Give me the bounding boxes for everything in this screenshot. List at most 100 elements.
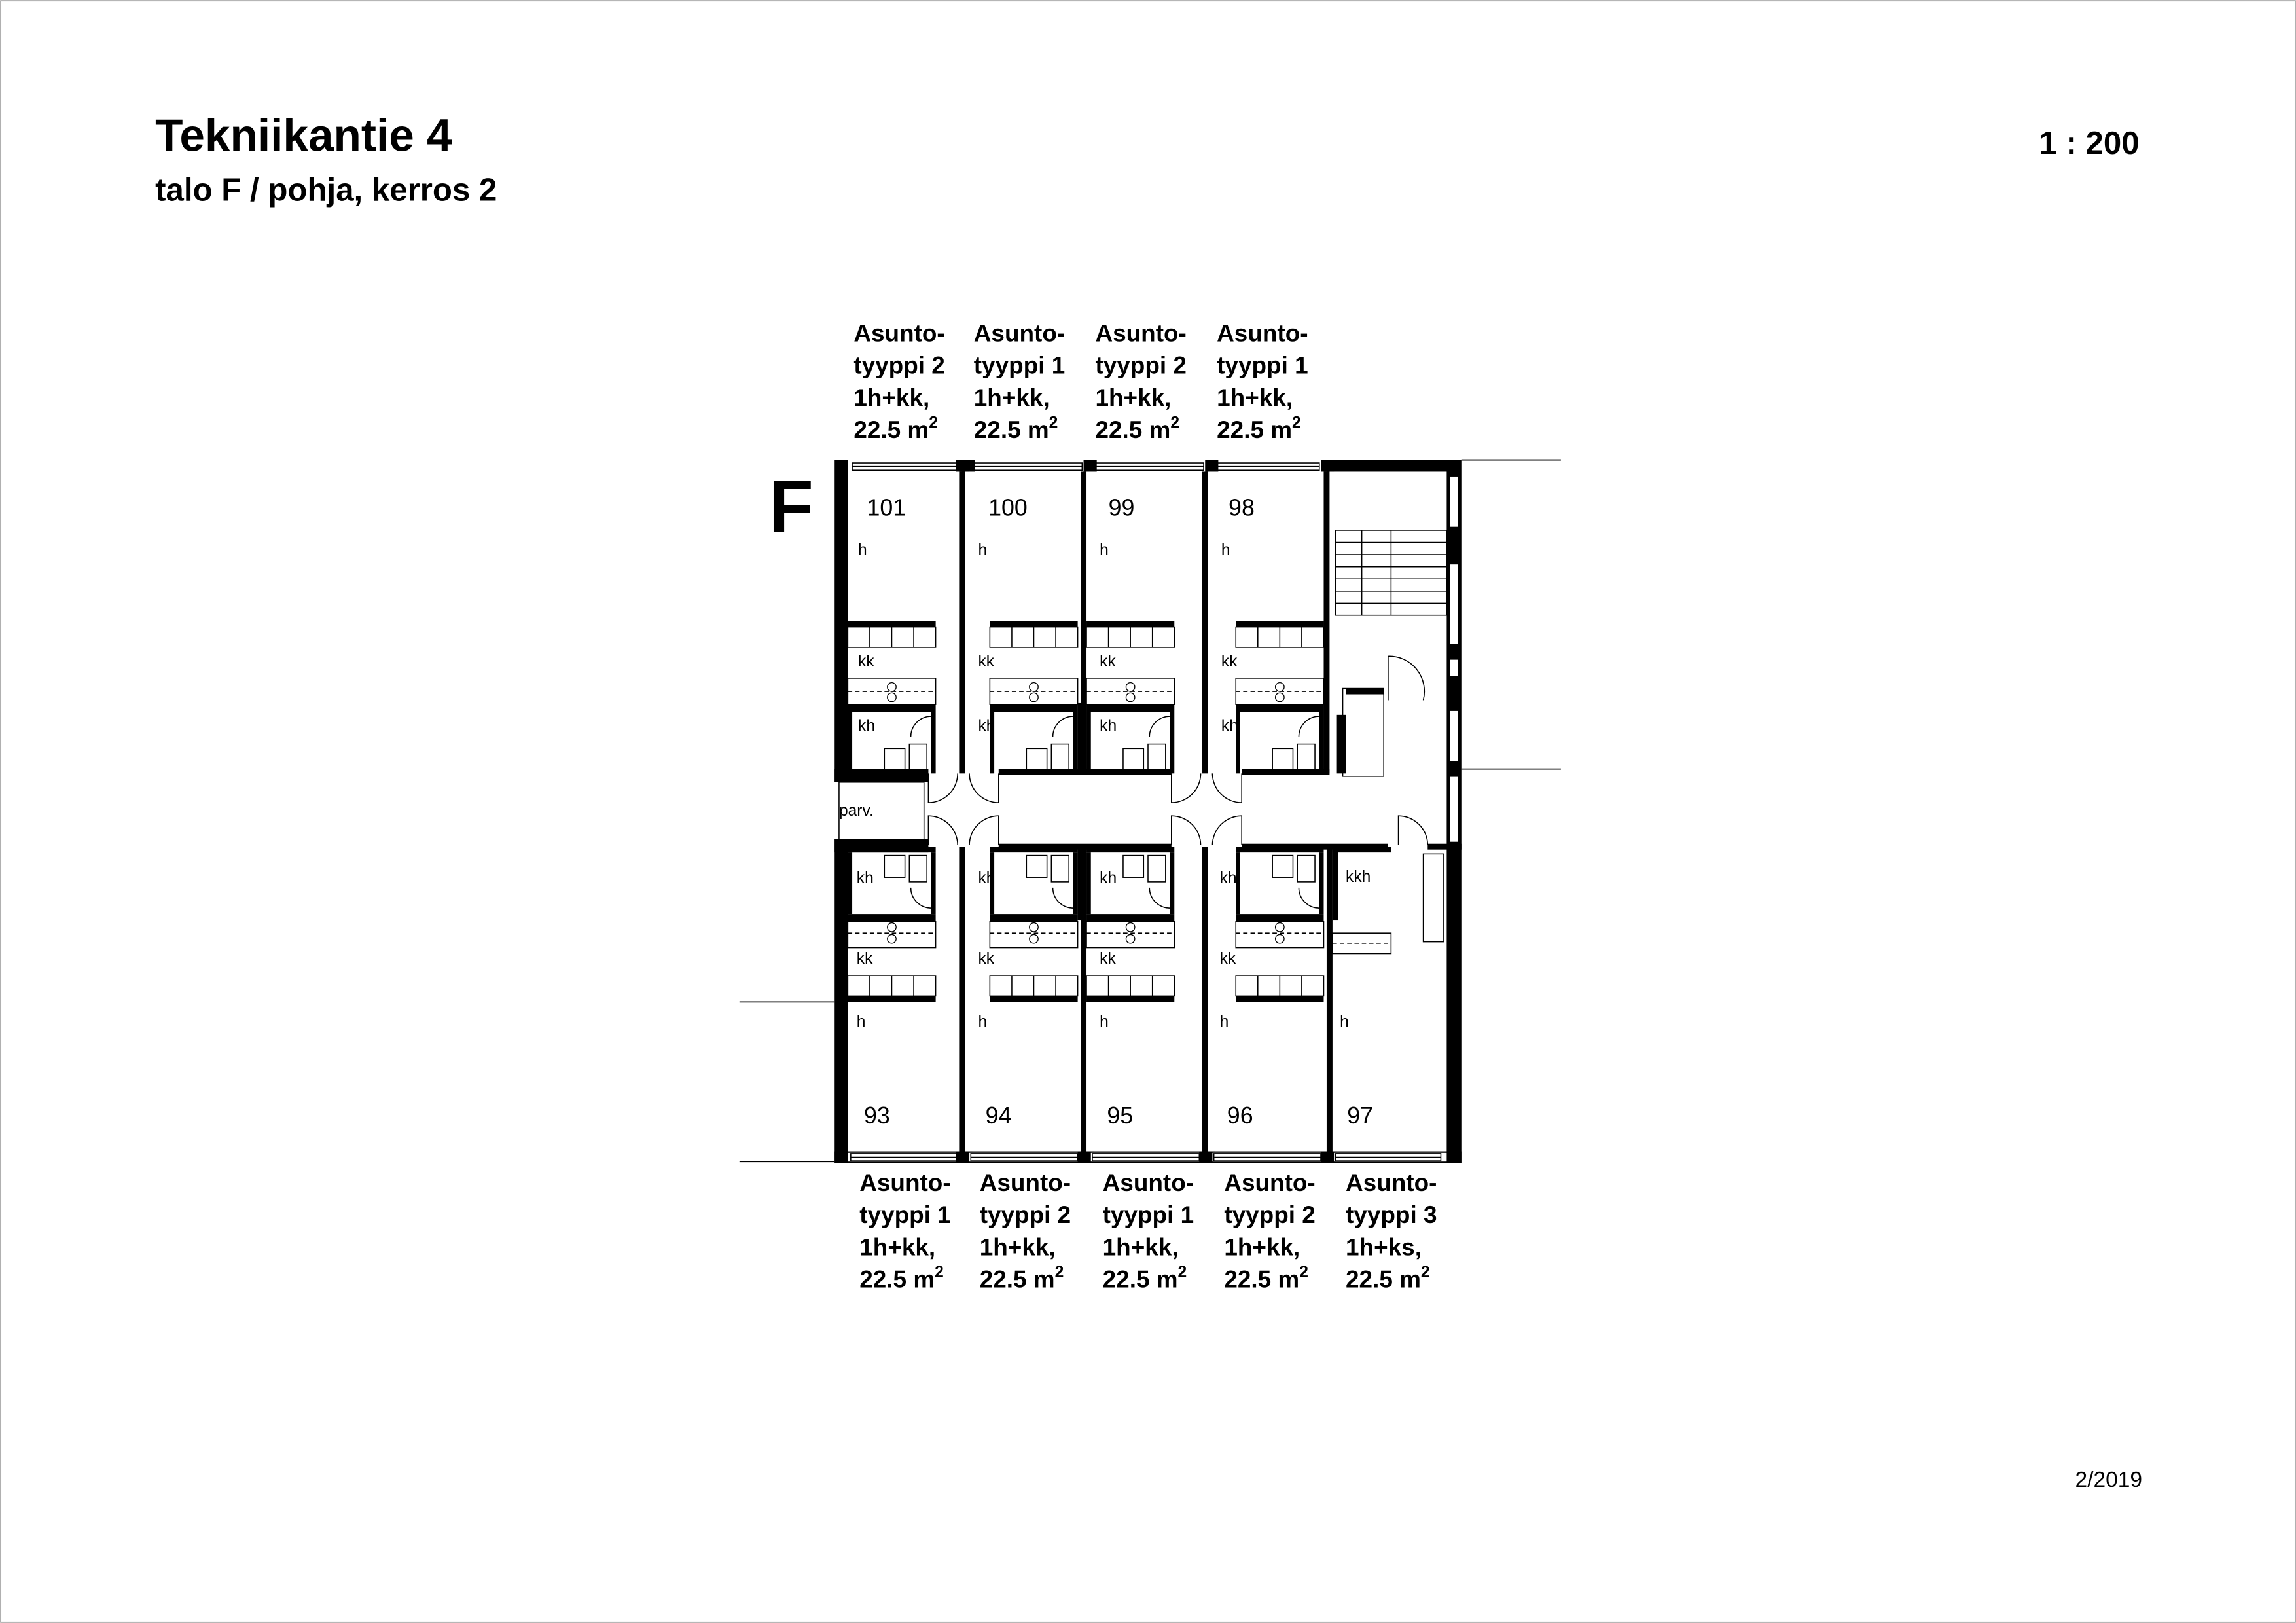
bathroom-wall <box>1170 852 1175 915</box>
unit-type-label: 22.5 m2 <box>1224 1264 1308 1293</box>
bathroom-wall <box>1319 852 1324 915</box>
window-pier <box>1077 1151 1091 1163</box>
unit-type-label: 22.5 m2 <box>1346 1264 1430 1293</box>
unit-type-label: tyyppi 1 <box>859 1201 950 1228</box>
party-wall <box>1081 847 1087 1152</box>
sink <box>884 854 906 878</box>
unit-type-label: 1h+kk, <box>1095 384 1171 411</box>
room-label-kitchen-bath: kkh <box>1346 868 1371 886</box>
shaft-wall <box>1336 714 1346 774</box>
area-superscript: 2 <box>929 414 938 431</box>
sink <box>1272 854 1294 878</box>
room-label-living: h <box>858 541 867 559</box>
room-label-bathroom: kh <box>858 717 875 735</box>
unit-door-swing <box>1211 773 1242 803</box>
kitchenette <box>989 921 1079 949</box>
unit-door-swing <box>1171 773 1202 803</box>
unit-type-label: tyyppi 1 <box>974 352 1065 379</box>
stove-burner <box>1125 692 1136 702</box>
room-label-bathroom: kh <box>1100 717 1117 735</box>
unit-number: 100 <box>988 495 1028 521</box>
wardrobe-wall <box>990 621 1078 627</box>
unit-number: 98 <box>1229 495 1255 521</box>
room-label-kitchen: kk <box>857 950 873 968</box>
toilet <box>1297 854 1316 883</box>
room-label-living: h <box>1100 1013 1109 1030</box>
wardrobe-wall <box>1086 996 1175 1002</box>
corridor-wall <box>1242 769 1330 775</box>
unit-type-label: 22.5 m2 <box>974 414 1058 443</box>
room-label-kitchen: kk <box>1221 653 1238 670</box>
unit-type-label: 22.5 m2 <box>859 1264 944 1293</box>
corridor-wall <box>834 839 929 853</box>
unit-number: 99 <box>1109 495 1135 521</box>
room-label-living: h <box>1340 1013 1349 1030</box>
exterior-wall-left-bottom <box>834 839 848 1163</box>
stove-burner <box>1125 934 1136 944</box>
unit-type-label: 1h+kk, <box>853 384 929 411</box>
unit-door-swing <box>927 773 958 803</box>
bathroom-wall <box>990 704 1078 712</box>
window <box>1449 563 1460 646</box>
room-label-bathroom: kh <box>857 869 874 887</box>
room-label-bathroom: kh <box>1220 869 1237 887</box>
party-wall <box>1326 847 1333 1152</box>
unit-type-label: 1h+kk, <box>859 1233 935 1260</box>
sink <box>1122 854 1145 878</box>
unit-door-swing <box>927 815 958 845</box>
bathroom-door-swing <box>1298 887 1319 909</box>
unit-number: 93 <box>864 1103 890 1129</box>
bathroom-wall <box>1236 914 1324 922</box>
bathroom-wall <box>931 712 936 774</box>
room-label-kitchen: kk <box>1100 653 1116 670</box>
unit-type-label: tyyppi 3 <box>1346 1201 1437 1228</box>
unit-labels: Asunto-tyyppi 21h+kk,22.5 m2101hkkkhAsun… <box>839 319 1437 1292</box>
bathroom-wall <box>848 852 853 915</box>
party-wall <box>959 471 965 774</box>
party-wall <box>1202 847 1208 1152</box>
shaft-wall <box>1346 688 1384 695</box>
bathroom-wall <box>1170 712 1175 774</box>
window <box>1449 710 1460 763</box>
balcony <box>838 781 925 840</box>
bathroom-wall <box>848 704 936 712</box>
party-wall <box>1081 471 1087 774</box>
unit-door-swing <box>969 815 999 845</box>
room-label-living: h <box>1220 1013 1229 1030</box>
area-superscript: 2 <box>1170 414 1179 431</box>
wardrobe-wall <box>848 621 936 627</box>
bathroom-wall <box>990 852 995 915</box>
unit-door-swing <box>1171 815 1202 845</box>
page-subtitle: talo F / pohja, kerros 2 <box>155 172 497 208</box>
unit-type-label: tyyppi 1 <box>1217 352 1308 379</box>
toilet <box>1050 743 1069 771</box>
window-pier <box>1199 1151 1213 1163</box>
party-wall <box>1077 702 1087 774</box>
bathroom-door-swing <box>1052 887 1073 909</box>
drawing-scale: 1 : 200 <box>2039 125 2139 161</box>
unit-number: 101 <box>867 495 906 521</box>
area-superscript: 2 <box>1421 1264 1430 1281</box>
window <box>1449 659 1460 678</box>
bathroom-wall <box>990 712 995 774</box>
toilet <box>908 854 927 883</box>
unit-number: 95 <box>1107 1103 1133 1129</box>
page-title: Tekniikantie 4 <box>155 110 452 161</box>
room-label-bathroom: kh <box>1100 869 1117 887</box>
stove-burner <box>1029 692 1039 702</box>
unit-number: 96 <box>1227 1103 1253 1129</box>
wardrobe-wall <box>1236 996 1324 1002</box>
stove-burner <box>1125 922 1136 932</box>
bathroom-wall <box>931 852 936 915</box>
window <box>1449 776 1460 843</box>
corridor-wall <box>1242 843 1388 850</box>
room-label-living: h <box>857 1013 866 1030</box>
bathroom-door-swing <box>1149 716 1170 737</box>
unit-type-label: Asunto- <box>980 1169 1071 1196</box>
stove-burner <box>887 682 897 692</box>
unit-type-label: 1h+kk, <box>980 1233 1056 1260</box>
unit-type-label: Asunto- <box>974 319 1065 346</box>
shaft <box>1342 687 1384 777</box>
bathroom-wall <box>1086 704 1175 712</box>
stove-burner <box>1274 934 1285 944</box>
